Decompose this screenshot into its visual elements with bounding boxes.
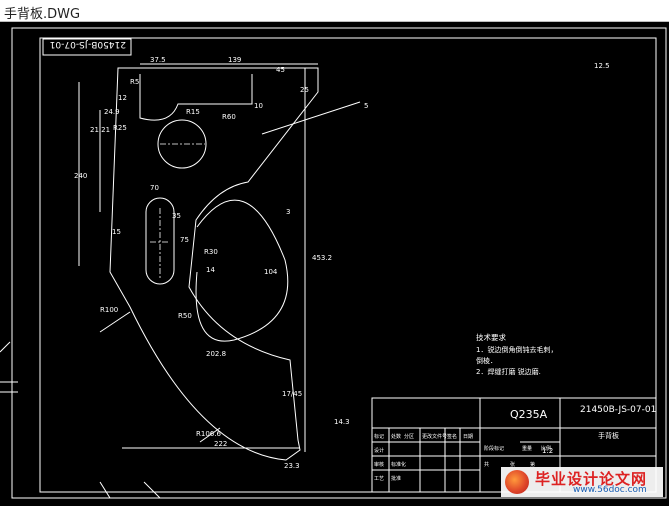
tb-label: 第 [530, 461, 535, 468]
part-outline [109, 67, 319, 461]
tb-label: 共 [484, 461, 489, 468]
tb-label: 比例 [541, 445, 551, 452]
tb-label: 张 [510, 461, 515, 468]
tb-label: 批准 [391, 475, 401, 482]
tb-label: 分区 [404, 433, 414, 440]
notes-line-1: 1．锐边倒角倒钝去毛刺， [476, 345, 557, 354]
cad-drawing-canvas[interactable]: 21450B-JS-07-01 37.5 139 45 25 R5 12 24.… [0, 22, 669, 501]
tb-label: 审核 [374, 461, 384, 468]
scale: 1:2 [542, 447, 553, 455]
dim-5: 5 [364, 102, 368, 110]
tb-label: 标准化 [391, 461, 406, 468]
notes-line-2: 倒棱． [476, 356, 497, 365]
watermark-url: www.56doc.com [573, 485, 647, 495]
cad-drawing: 21450B-JS-07-01 37.5 139 45 25 R5 12 24.… [0, 27, 667, 499]
dim-104: 104 [264, 268, 278, 276]
tb-label: 处数 [391, 433, 401, 440]
watermark: 毕业设计论文网 www.56doc.com [501, 467, 663, 497]
edge-mark [0, 341, 11, 353]
dim-r100: R100 [100, 306, 118, 314]
dim-12: 12 [118, 94, 127, 102]
notes-line-3: 2．焊缝打磨 锐边磨. [476, 367, 541, 376]
tb-label: 签名 [447, 433, 457, 440]
tb-label: 日期 [463, 434, 473, 440]
watermark-title: 毕业设计论文网 [535, 470, 648, 488]
logo-icon [505, 470, 529, 494]
dim-202.8: 202.8 [206, 350, 226, 358]
dim-14.3: 14.3 [334, 418, 350, 426]
dim-45: 45 [276, 66, 285, 74]
slot [145, 197, 175, 285]
top-recess [139, 74, 253, 121]
dim-10: 10 [254, 102, 263, 110]
tb-label: 设计 [374, 447, 384, 454]
dim-35: 35 [172, 212, 181, 220]
leader-line-1 [261, 101, 361, 135]
dim-r106.6: R106.6 [196, 430, 221, 438]
tb-label: 工艺 [374, 476, 384, 482]
dim-139: 139 [228, 56, 241, 64]
material: Q235A [510, 408, 548, 421]
rotated-code: 21450B-JS-07-01 [50, 39, 126, 49]
dim-r15: R15 [186, 108, 200, 116]
dim-r25: R25 [113, 124, 127, 132]
dim-37.5: 37.5 [150, 56, 166, 64]
leader-line-3 [199, 427, 221, 443]
drawing-number: 21450B-JS-07-01 [580, 405, 656, 415]
dim-222: 222 [214, 440, 227, 448]
inner-cutout [195, 199, 289, 342]
dim-453.2: 453.2 [312, 254, 332, 262]
large-hole [157, 119, 207, 169]
dim-75: 75 [180, 236, 189, 244]
window-title: 手背板.DWG [4, 7, 81, 22]
tb-label: 重量 [522, 445, 532, 452]
dim-r60: R60 [222, 113, 236, 121]
dim-3: 3 [286, 208, 290, 216]
tb-label: 更改文件号 [422, 433, 447, 440]
dim-14: 14 [206, 266, 215, 274]
dim-21.21: 21.21 [90, 126, 110, 134]
leader-line-2 [99, 311, 131, 333]
drawing-frame [39, 37, 657, 493]
notes-heading: 技术要求 [476, 332, 506, 342]
dim-24.9: 24.9 [104, 108, 120, 116]
dim-r30: R30 [204, 248, 218, 256]
tb-label: 标记 [374, 433, 384, 440]
part-name: 手背板 [598, 431, 619, 440]
tb-label: 阶段标记 [484, 445, 504, 452]
rotated-code-box [42, 38, 132, 56]
window-titlebar: 手背板.DWG [0, 0, 669, 22]
dim-25: 25 [300, 86, 309, 94]
outer-frame [11, 27, 667, 499]
dim-r5: R5 [130, 78, 139, 86]
dim-23.3: 23.3 [284, 462, 300, 470]
surface-roughness: 12.5 [594, 62, 610, 70]
dim-r50: R50 [178, 312, 192, 320]
dim-240: 240 [74, 172, 87, 180]
dim-17-45: 17/45 [282, 390, 302, 398]
dim-15: 15 [112, 228, 121, 236]
dim-70: 70 [150, 184, 159, 192]
